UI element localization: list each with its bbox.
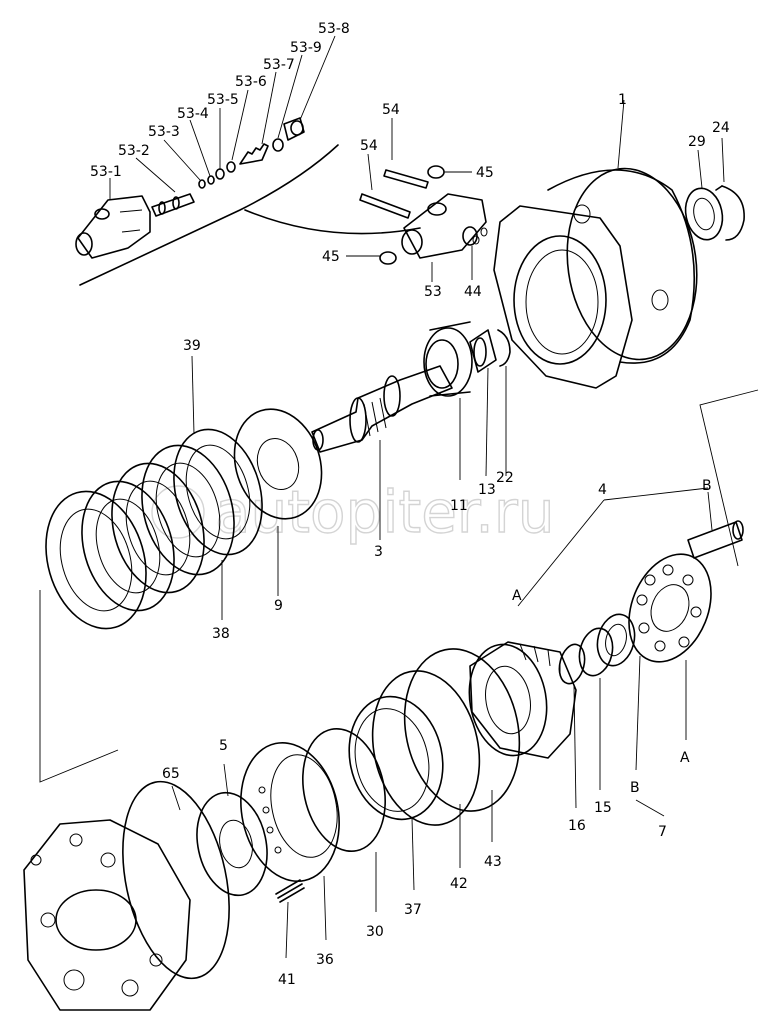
callout-53-3: 53-3: [148, 124, 180, 140]
callout-38: 38: [212, 626, 230, 642]
callout-A-lower: A: [680, 750, 690, 766]
callout-53-8: 53-8: [318, 21, 350, 37]
valve-plate-7: [628, 491, 744, 817]
callout-11: 11: [450, 498, 468, 514]
callout-43: 43: [484, 854, 502, 870]
callout-41: 41: [278, 972, 296, 988]
reference-lines: [39, 389, 759, 783]
ring-30: [302, 727, 386, 912]
bearing-11: [423, 321, 473, 480]
callout-53-2: 53-2: [118, 143, 150, 159]
o-ring-43: [403, 648, 521, 842]
callout-45-lower: 45: [322, 249, 340, 265]
callout-53-4: 53-4: [177, 106, 209, 122]
callout-5: 5: [219, 738, 228, 754]
callout-30: 30: [366, 924, 384, 940]
callout-29: 29: [688, 134, 706, 150]
valve-subassembly: [75, 117, 421, 286]
shaft-3: [311, 365, 453, 540]
retaining-ring-22: [497, 329, 511, 476]
callout-45-upper: 45: [476, 165, 494, 181]
callout-16: 16: [568, 818, 586, 834]
callout-54-upper: 54: [382, 102, 400, 118]
spring-41: [275, 879, 305, 959]
callout-B-upper: B: [702, 478, 712, 494]
callout-7: 7: [658, 824, 667, 840]
rear-cover: [23, 819, 191, 1011]
callout-39: 39: [183, 338, 201, 354]
callout-4: 4: [598, 482, 607, 498]
valve-block-53: [346, 118, 488, 282]
o-ring-42: [371, 670, 481, 868]
callout-53: 53: [424, 284, 442, 300]
callout-53-6: 53-6: [235, 74, 267, 90]
callout-42: 42: [450, 876, 468, 892]
callout-3: 3: [374, 544, 383, 560]
valve-leaders: [109, 35, 336, 200]
cylinder-block: [468, 641, 577, 759]
watermark-text: autopiter.ru: [215, 478, 554, 546]
callout-9: 9: [274, 598, 283, 614]
callout-B-lower: B: [630, 780, 640, 796]
callout-24: 24: [712, 120, 730, 136]
callout-15: 15: [594, 800, 612, 816]
housing-1: [493, 99, 698, 389]
callout-53-9: 53-9: [290, 40, 322, 56]
piston-37: [348, 695, 444, 891]
callout-65: 65: [162, 766, 180, 782]
callout-1: 1: [618, 92, 627, 108]
callout-labels: 53-1 53-2 53-3 53-4 53-5 53-6 53-7 53-8 …: [90, 21, 730, 988]
callout-36: 36: [316, 952, 334, 968]
collar-13: [469, 329, 497, 477]
callout-A-upper: A: [512, 588, 522, 604]
watermark: autopiter.ru: [151, 477, 555, 547]
brake-housing-36: [240, 742, 340, 941]
callout-54-lower: 54: [360, 138, 378, 154]
seal-29: [684, 149, 724, 241]
plate-9: [233, 408, 323, 596]
snap-ring-24: [715, 137, 745, 241]
callout-53-5: 53-5: [207, 92, 239, 108]
callout-37: 37: [404, 902, 422, 918]
callout-53-7: 53-7: [263, 57, 295, 73]
callout-44: 44: [464, 284, 482, 300]
callout-13: 13: [478, 482, 496, 498]
callout-53-1: 53-1: [90, 164, 122, 180]
bearing-15: [578, 613, 636, 790]
clutch-pack: [45, 355, 263, 630]
o-ring-65: [122, 780, 230, 980]
plate-5: [196, 763, 268, 897]
callout-22: 22: [496, 470, 514, 486]
